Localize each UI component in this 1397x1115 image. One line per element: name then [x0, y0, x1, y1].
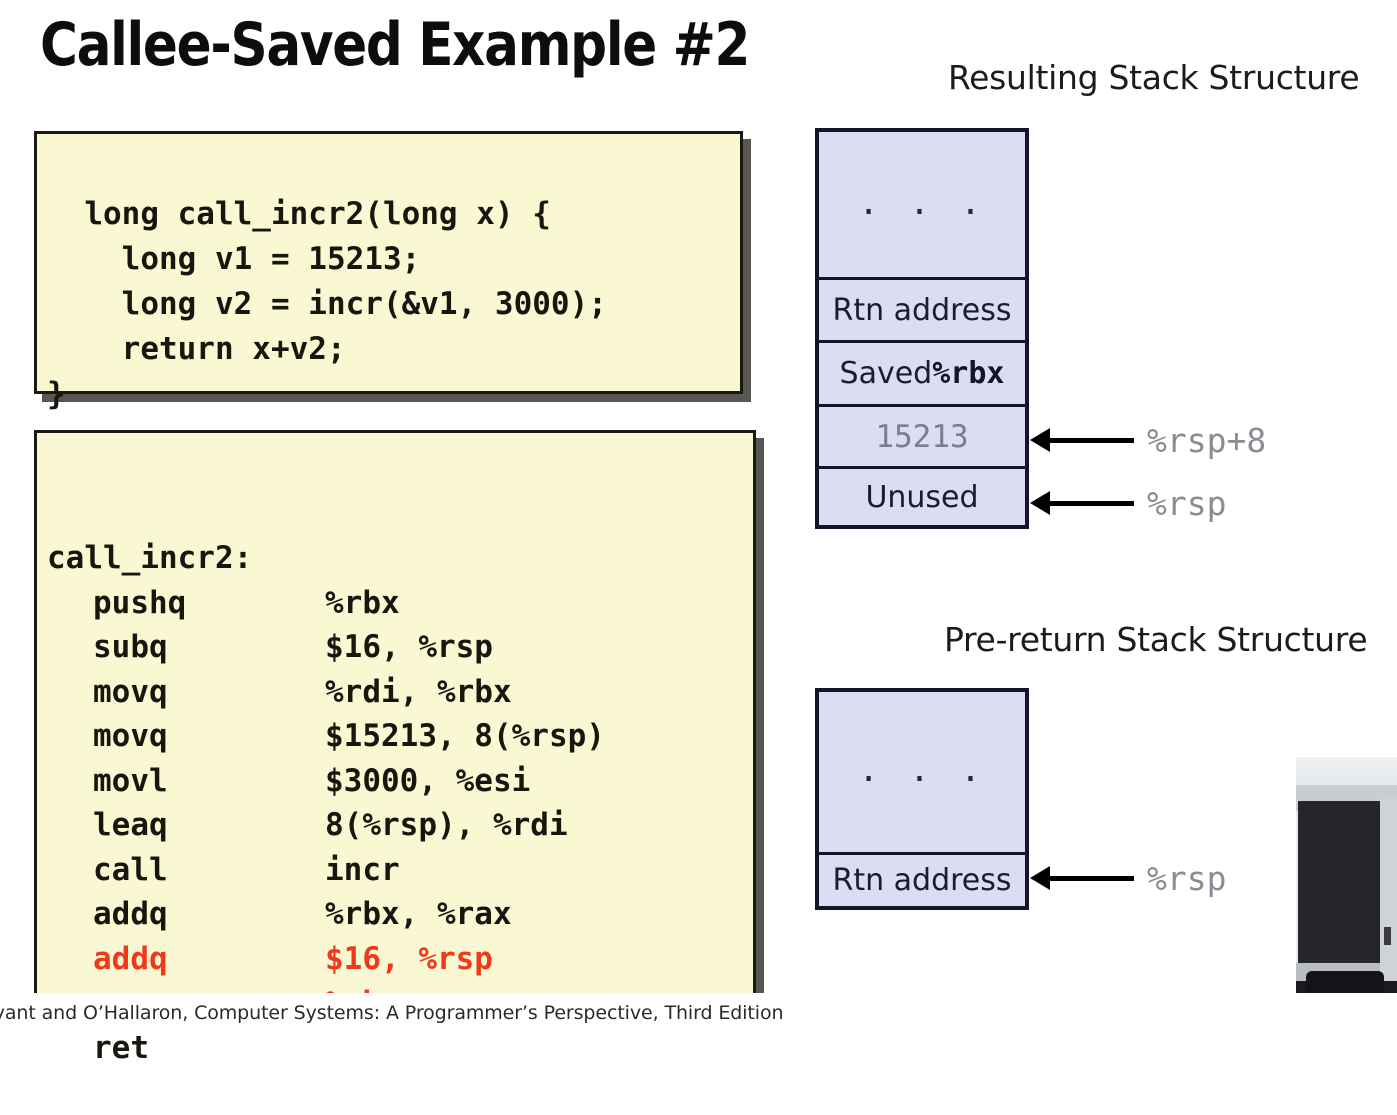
asm-operands: $16, %rsp	[325, 940, 493, 977]
arrow-shaft	[1050, 437, 1134, 443]
asm-mnemonic: movq	[93, 673, 168, 710]
asm-instruction-row-highlighted: addq $16, %rsp	[47, 937, 753, 982]
stack-cell-rtn-address: Rtn address	[819, 855, 1025, 906]
asm-mnemonic: call	[93, 851, 168, 888]
asm-operands: incr	[325, 851, 400, 888]
asm-operands: 8(%rsp), %rdi	[325, 807, 568, 843]
asm-instruction-row: subq $16, %rsp	[47, 625, 753, 670]
footer-attribution: ryant and O’Hallaron, Computer Systems: …	[0, 1002, 784, 1024]
arrow-left-icon	[1030, 428, 1050, 452]
asm-instruction-row: call incr	[47, 848, 753, 893]
stack-cell-saved-rbx: Saved %rbx	[819, 343, 1025, 407]
resulting-stack-heading: Resulting Stack Structure	[948, 58, 1360, 97]
stack-cell-ellipsis: . . .	[819, 692, 1025, 855]
asm-instruction-row: movq $15213, 8(%rsp)	[47, 714, 753, 759]
asm-instruction-row: addq %rbx, %rax	[47, 892, 753, 937]
stack-cell-saved-register: %rbx	[932, 356, 1005, 391]
stack-cell-value-15213: 15213	[819, 407, 1025, 469]
asm-mnemonic: addq	[93, 896, 168, 932]
webcam-wall-fixture	[1384, 927, 1391, 945]
asm-label-line: call_incr2:	[47, 536, 753, 581]
arrow-shaft	[1050, 500, 1134, 506]
asm-operands: $15213, 8(%rsp)	[325, 718, 605, 754]
asm-mnemonic: pushq	[93, 584, 187, 621]
stack-cell-ellipsis: . . .	[819, 132, 1025, 280]
stack-cell-unused: Unused	[819, 469, 1025, 525]
pointer-label: %rsp+8	[1147, 420, 1267, 460]
asm-operands: $16, %rsp	[325, 629, 493, 665]
webcam-video-overlay[interactable]	[1296, 757, 1397, 1025]
asm-instruction-row: leaq 8(%rsp), %rdi	[47, 803, 753, 848]
webcam-wall	[1380, 799, 1397, 1025]
prereturn-stack-diagram: . . . Rtn address	[815, 688, 1029, 910]
arrow-left-icon	[1030, 491, 1050, 515]
asm-mnemonic: ret	[93, 1029, 149, 1066]
asm-mnemonic: subq	[93, 629, 168, 665]
c-code-line: long v1 = 15213;	[47, 241, 421, 277]
c-code-line: long call_incr2(long x) {	[84, 196, 551, 232]
c-code-line: return x+v2;	[47, 331, 346, 367]
assembly-code-box: call_incr2:pushq %rbx subq $16, %rsp movq %rd…	[34, 430, 756, 1066]
asm-mnemonic: leaq	[93, 807, 168, 843]
asm-mnemonic: movq	[93, 718, 168, 754]
arrow-shaft	[1050, 875, 1134, 881]
footer-bar	[0, 993, 1397, 1025]
pointer-label: %rsp	[1147, 483, 1227, 523]
page-title: Callee-Saved Example #2	[40, 10, 750, 80]
webcam-monitor	[1298, 801, 1380, 969]
c-source-code-box: long call_incr2(long x) { long v1 = 1521…	[34, 131, 743, 412]
asm-label: call_incr2:	[47, 540, 253, 576]
asm-operands: %rbx	[325, 584, 400, 621]
arrow-left-icon	[1030, 866, 1050, 890]
prereturn-stack-heading: Pre-return Stack Structure	[944, 620, 1368, 659]
stack-cell-saved-label: Saved	[839, 356, 933, 391]
pointer-rsp-prereturn: %rsp	[1030, 862, 1226, 895]
pointer-rsp-resulting: %rsp	[1030, 487, 1226, 520]
stack-cell-rtn-address: Rtn address	[819, 280, 1025, 343]
resulting-stack-diagram: . . . Rtn address Saved %rbx 15213 Unuse…	[815, 128, 1029, 529]
asm-instruction-row: movq %rdi, %rbx	[47, 670, 753, 715]
asm-instruction-row: ret	[47, 1026, 753, 1071]
pointer-label: %rsp	[1147, 858, 1227, 898]
asm-mnemonic: addq	[93, 940, 168, 977]
asm-operands: %rbx, %rax	[325, 896, 512, 932]
asm-operands: $3000, %esi	[325, 762, 531, 799]
pointer-rsp-plus-8: %rsp+8	[1030, 424, 1266, 457]
asm-instruction-row: movl $3000, %esi	[47, 759, 753, 804]
asm-operands: %rdi, %rbx	[325, 673, 512, 710]
asm-mnemonic: movl	[93, 762, 168, 799]
c-code-line: long v2 = incr(&v1, 3000);	[47, 286, 607, 322]
asm-instruction-row: pushq %rbx	[47, 581, 753, 626]
c-code-line: }	[47, 376, 66, 412]
